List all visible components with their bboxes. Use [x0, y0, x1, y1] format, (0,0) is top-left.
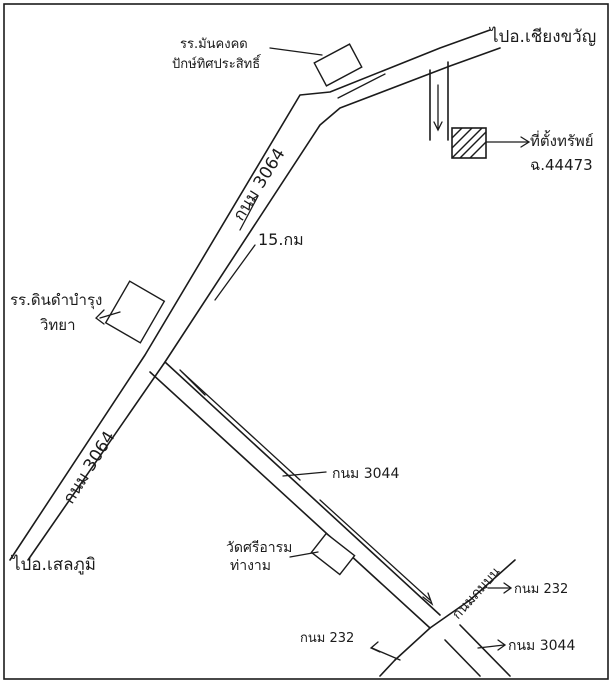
temple-building — [310, 532, 356, 576]
label-to-chiang-khwan: ไปอ.เชียงขวัญ — [488, 26, 596, 47]
map-frame — [3, 3, 609, 680]
label-road-3044: กนม 3044 — [332, 466, 399, 482]
label-school-left-line2: วิทยา — [39, 316, 75, 334]
pointer-arrows — [95, 47, 531, 661]
label-distance: 15.กม — [258, 230, 304, 249]
label-temple-line1: วัดศรีอารม — [226, 540, 292, 556]
label-road-232-right: กนม 232 — [514, 582, 568, 597]
label-school-left-line1: รร.ดินดำบำรุง — [10, 291, 102, 310]
label-to-selaphum: ไปอ.เสลภูมิ — [10, 554, 96, 575]
road-3044 — [149, 361, 441, 629]
label-temple-line2: ท่างาม — [230, 558, 271, 574]
label-property-line1: ที่ตั้งทรัพย์ — [530, 130, 594, 150]
label-road-3044-right: กนม 3044 — [508, 638, 575, 654]
label-school-top-line2: ปักษ์ทิศประสิทธิ์ — [172, 54, 262, 72]
road-junction — [379, 559, 516, 677]
label-school-top-line1: รร.มันคงคด — [180, 37, 248, 52]
road-3064 — [9, 29, 501, 561]
label-road-232-left: กนม 232 — [300, 631, 354, 646]
road-branch-property — [429, 61, 449, 141]
school-left-building — [104, 280, 166, 344]
property-marker — [451, 127, 487, 159]
label-road-junction: กนมภมบน — [449, 564, 504, 623]
label-property-line2: ฉ.44473 — [530, 156, 593, 174]
school-top-building — [313, 43, 363, 87]
